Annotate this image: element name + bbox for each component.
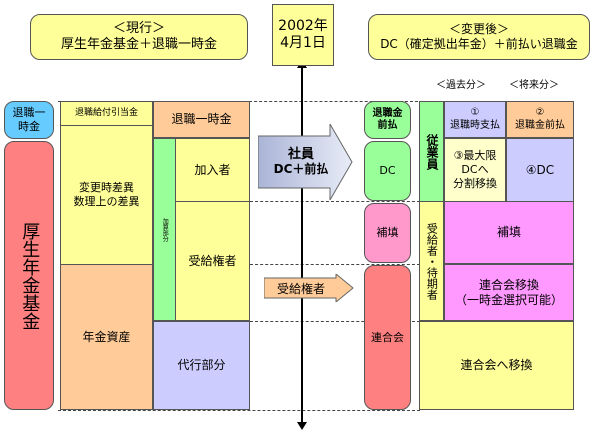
- retirement-lump-label: 退職一時金: [171, 112, 232, 126]
- retirement-lump-small-box: 退職一時金: [4, 101, 54, 139]
- item3-box: ③最大限 DCへ 分割移換: [444, 138, 506, 202]
- current-system-subtitle: 厚生年金基金＋退職一時金: [60, 37, 217, 52]
- recipients-waiting-label: 受給者・待期者: [425, 222, 439, 300]
- beneficiaries-arrow-label: 受給権者: [276, 282, 325, 296]
- substitute-portion-label: 代行部分: [177, 358, 226, 372]
- employee-arrow-line1: 社員: [287, 147, 314, 162]
- pension-assets-label: 年金資産: [82, 329, 131, 344]
- item3-line2: DCへ: [461, 163, 489, 177]
- federation-transfer-box: 連合会移換 （一時金選択可能）: [444, 264, 574, 321]
- supplement-box: 補填: [364, 203, 411, 263]
- members-box: 加入者: [175, 138, 250, 202]
- beneficiaries-arrow: [264, 274, 354, 302]
- substitute-portion-box: 代行部分: [153, 321, 250, 410]
- dc-label: DC: [379, 164, 396, 178]
- dc-box: DC: [364, 141, 411, 201]
- after-change-subtitle: DC（確定拠出年金）＋前払い退職金: [380, 37, 578, 51]
- transition-difference-line2: 数理上の差異: [73, 195, 140, 208]
- additional-portion-box: 加算部分: [153, 138, 176, 321]
- retirement-prepayment-box: 退職金前払: [364, 101, 411, 139]
- supplement-label: 補填: [376, 226, 399, 240]
- timeline-arrowhead-bottom: [297, 422, 307, 430]
- transfer-to-federation-label: 連合会へ移換: [460, 358, 533, 372]
- federation-box: 連合会: [364, 265, 411, 410]
- item2-text: 退職金前払: [515, 119, 565, 131]
- item2-number: ②: [535, 107, 545, 118]
- dash-line-rengo: [250, 321, 420, 322]
- item3-line1: ③最大限: [453, 149, 497, 163]
- item2-box: ② 退職金前払: [506, 101, 574, 138]
- supplement2-label: 補填: [496, 225, 521, 239]
- date-box: 2002年 4月1日: [272, 4, 334, 66]
- current-system-title: ＜現行＞: [112, 20, 165, 36]
- transition-difference-box: 変更時差異 数理上の差異: [60, 125, 153, 265]
- supplement2-box: 補填: [444, 201, 574, 264]
- date-year: 2002年: [278, 17, 328, 34]
- after-change-title: ＜変更後＞: [448, 22, 509, 36]
- beneficiaries-box: 受給権者: [175, 201, 250, 321]
- employee-arrow: [258, 124, 353, 200]
- future-label: ＜将来分＞: [509, 80, 559, 91]
- members-label: 加入者: [194, 162, 231, 177]
- item3-line3: 分割移換: [453, 176, 497, 190]
- item4-box: ④DC: [506, 138, 574, 202]
- item1-number: ①: [470, 107, 480, 118]
- federation-transfer-line2: （一時金選択可能）: [454, 292, 563, 307]
- recipients-waiting-box: 受給者・待期者: [419, 201, 444, 321]
- employee-arrow-line2: DC＋前払: [273, 162, 329, 176]
- retirement-lump-small-label: 退職一時金: [12, 106, 46, 133]
- item4-label: ④DC: [525, 162, 555, 177]
- federation-transfer-line1: 連合会移換: [478, 277, 539, 292]
- dash-line-hoten: [250, 264, 420, 265]
- current-system-box: ＜現行＞ 厚生年金基金＋退職一時金: [30, 14, 248, 60]
- transition-difference-line1: 変更時差異: [79, 181, 134, 195]
- welfare-pension-fund-box: 厚生年金基金: [4, 141, 54, 410]
- date-day: 4月1日: [280, 35, 326, 51]
- dash-line-dc: [250, 201, 420, 202]
- beneficiaries-label: 受給権者: [188, 253, 237, 268]
- retirement-lump-box: 退職一時金: [153, 101, 250, 138]
- welfare-pension-fund-label: 厚生年金基金: [19, 221, 41, 330]
- retirement-benefit-reserve-label: 退職給付引当金: [74, 107, 138, 118]
- employees-label: 従業員: [425, 133, 439, 170]
- federation-label: 連合会: [371, 330, 404, 344]
- pension-assets-box: 年金資産: [60, 264, 153, 410]
- item1-text: 退職時支払: [450, 119, 500, 131]
- retirement-benefit-reserve-box: 退職給付引当金: [60, 101, 153, 126]
- retirement-prepayment-label: 退職金前払: [372, 107, 403, 132]
- employees-box: 従業員: [419, 101, 444, 202]
- timeline-axis: [301, 62, 303, 422]
- dash-line-bottom: [58, 410, 420, 411]
- additional-portion-label: 加算部分: [161, 217, 169, 242]
- transfer-to-federation-box: 連合会へ移換: [419, 321, 574, 410]
- after-change-box: ＜変更後＞ DC（確定拠出年金）＋前払い退職金: [368, 14, 590, 60]
- past-label: ＜過去分＞: [436, 80, 486, 91]
- item1-box: ① 退職時支払: [444, 101, 506, 138]
